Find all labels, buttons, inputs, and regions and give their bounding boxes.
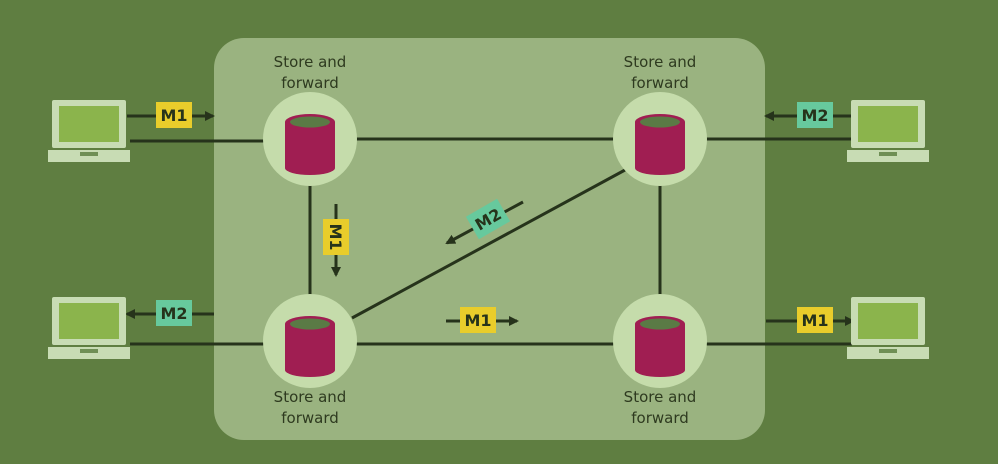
message-tag-m1-down: M1 xyxy=(323,219,349,255)
message-tag-m1-from-left-laptop: M1 xyxy=(156,102,192,128)
node-label-top-left: Store and forward xyxy=(273,53,347,92)
node-top-right xyxy=(613,92,707,186)
node-label-bottom-right: Store and forward xyxy=(623,388,697,427)
nodes-layer xyxy=(263,92,707,388)
laptop-left-bottom-icon xyxy=(48,297,130,359)
message-label: M1 xyxy=(160,106,187,125)
database-icon xyxy=(285,114,335,175)
laptop-left-top-icon xyxy=(48,100,130,162)
node-top-left xyxy=(263,92,357,186)
message-tag-m2-to-left-laptop: M2 xyxy=(156,300,192,326)
laptop-right-top-icon xyxy=(847,100,929,162)
node-label-top-right: Store and forward xyxy=(623,53,697,92)
message-label: M1 xyxy=(801,311,828,330)
links-layer xyxy=(130,137,852,346)
message-label: M1 xyxy=(464,311,491,330)
message-label: M2 xyxy=(801,106,828,125)
message-tag-m1-to-right-laptop: M1 xyxy=(797,307,833,333)
database-icon xyxy=(635,316,685,377)
node-bottom-right xyxy=(613,294,707,388)
database-icon xyxy=(635,114,685,175)
node-label-bottom-left: Store and forward xyxy=(273,388,347,427)
link-node-bl-to-node-tr xyxy=(351,168,626,320)
message-tag-m1-bottom-link: M1 xyxy=(460,307,496,333)
message-label: M1 xyxy=(326,223,345,250)
database-icon xyxy=(285,316,335,377)
message-tag-m2-from-right-laptop: M2 xyxy=(797,102,833,128)
node-bottom-left xyxy=(263,294,357,388)
laptop-right-bottom-icon xyxy=(847,297,929,359)
laptops-layer xyxy=(48,100,929,359)
message-label: M2 xyxy=(160,304,187,323)
